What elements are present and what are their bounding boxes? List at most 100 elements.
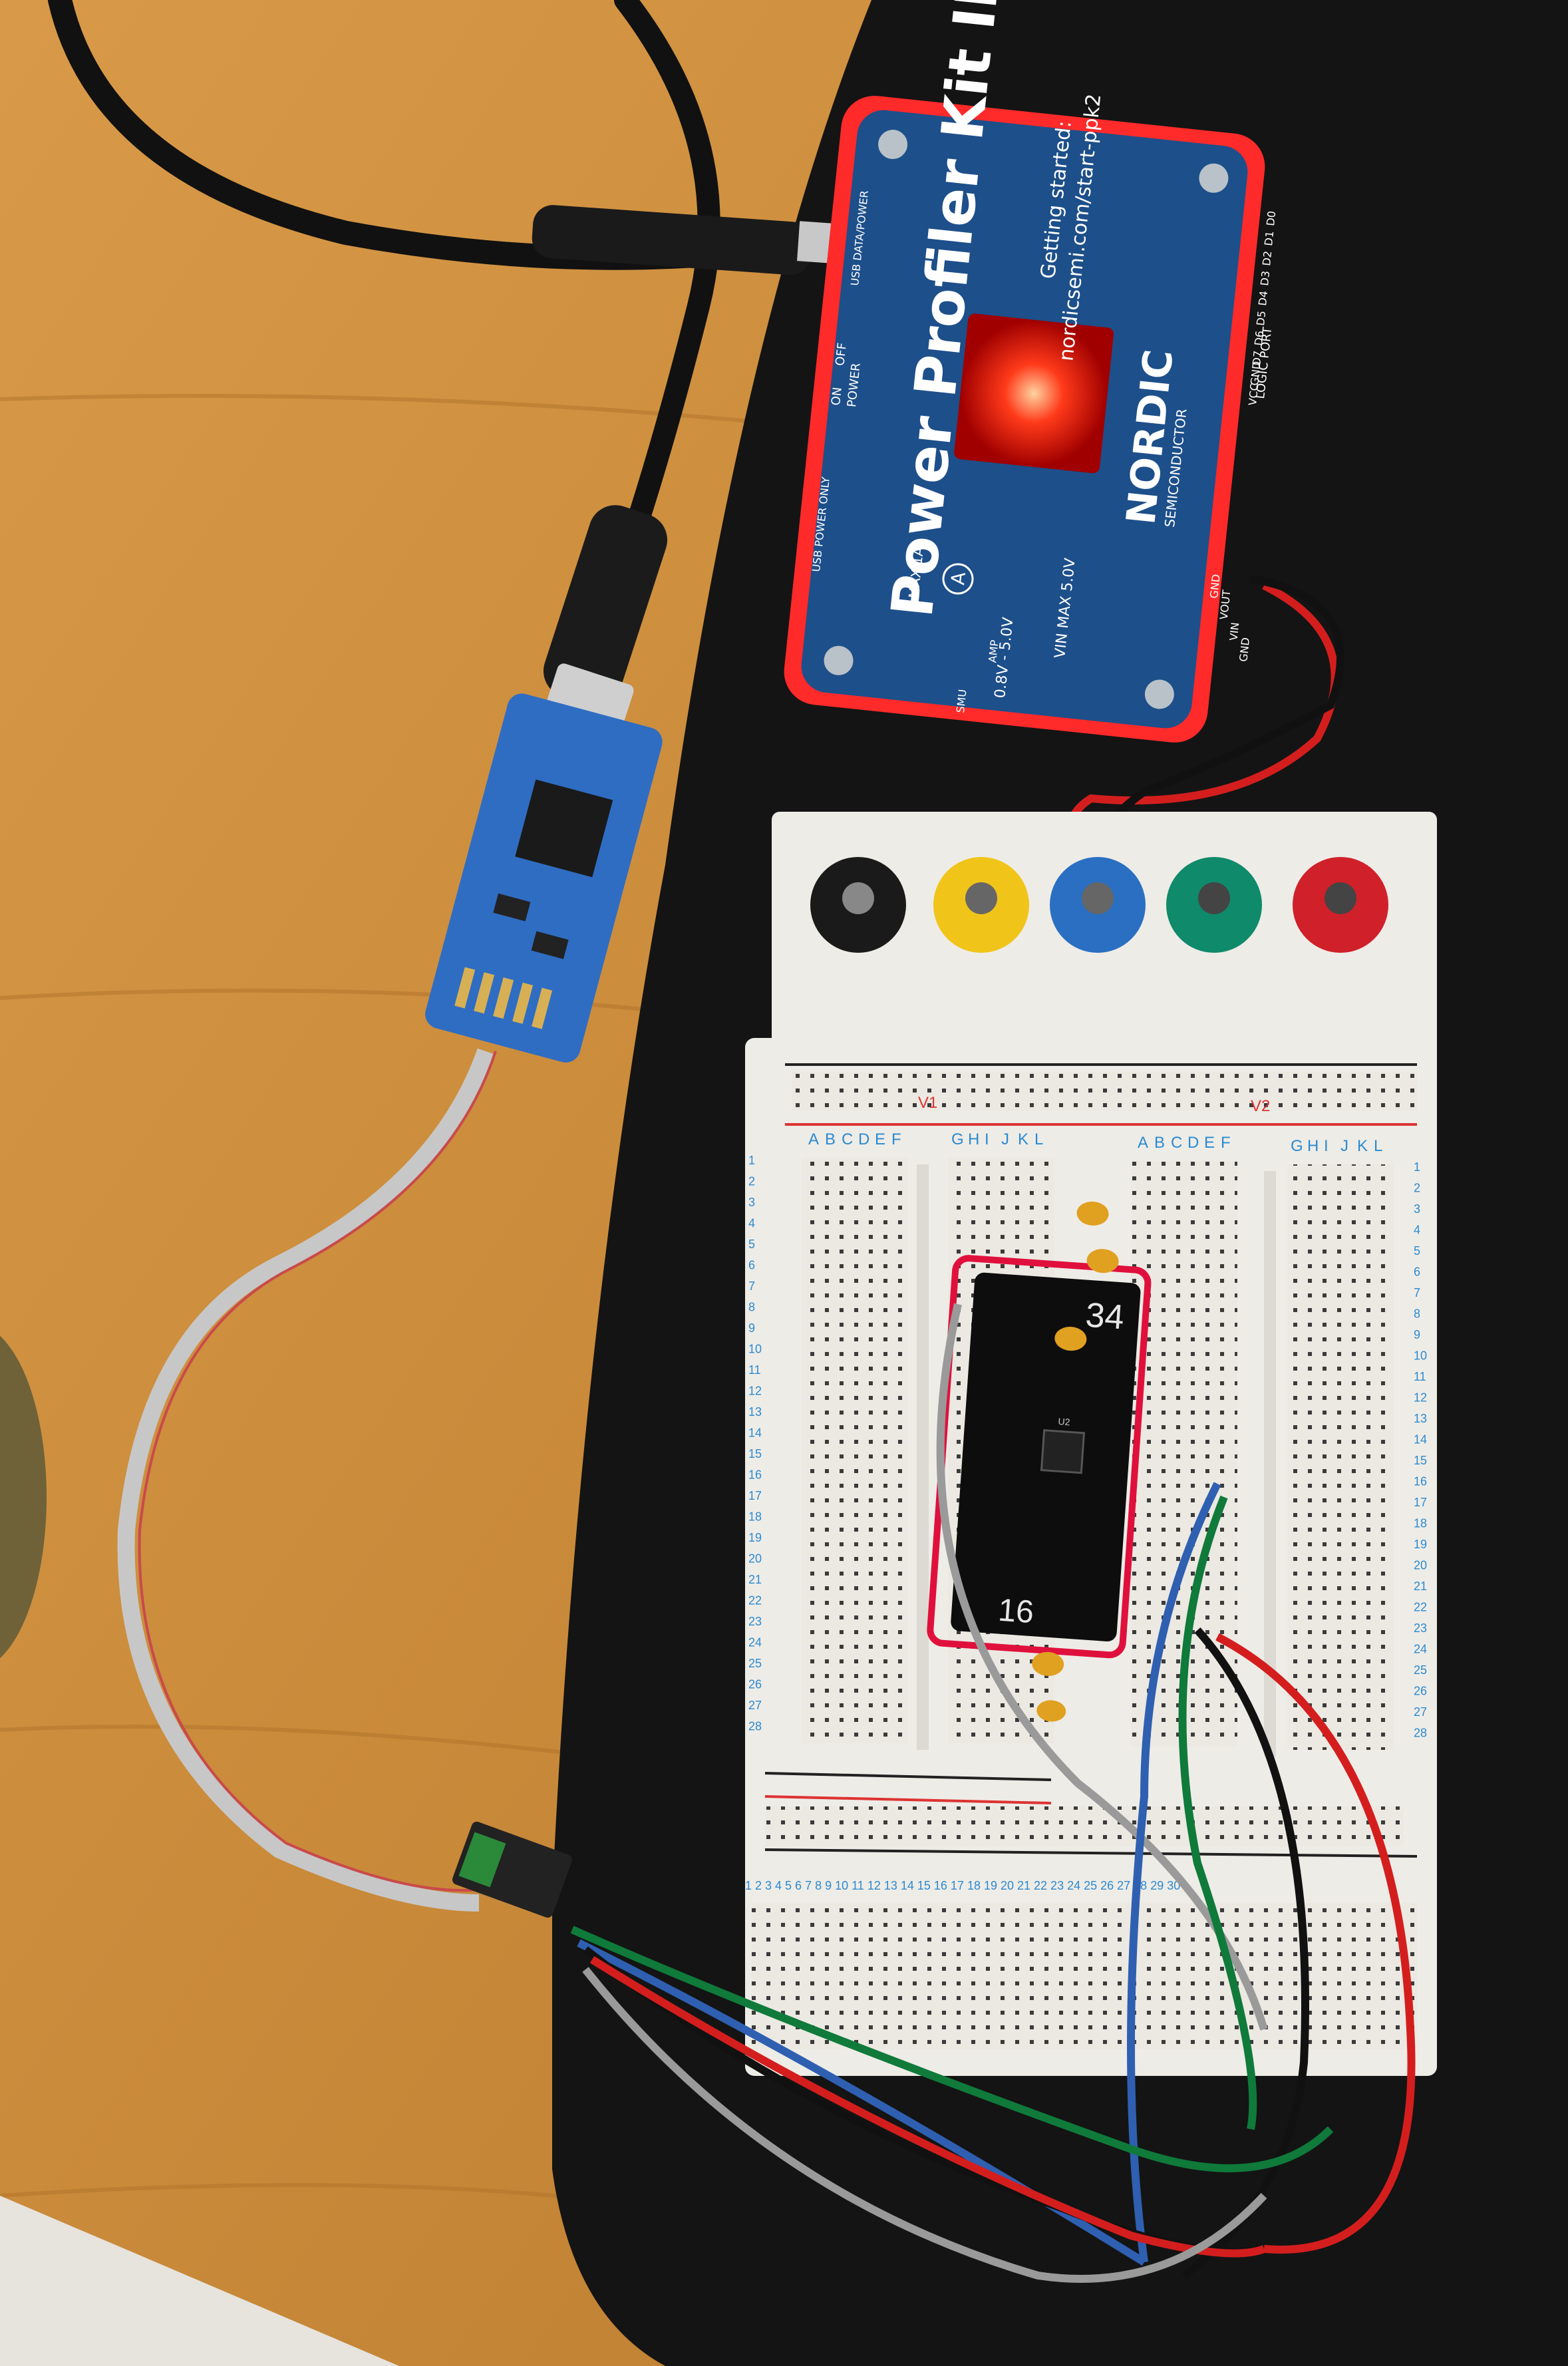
col-letter-l: L (1034, 1130, 1043, 1148)
col-letter-d: D (858, 1130, 869, 1148)
ppk2-pin-vin: VIN (1227, 621, 1242, 641)
mcu-chip-label: U2 (1058, 1416, 1070, 1427)
row-number-left: 17 (748, 1489, 762, 1502)
logic-pin-d4: D4 (1256, 290, 1270, 306)
rail-label-v1: V1 (918, 1094, 937, 1112)
col-letter-j2: J (1340, 1137, 1348, 1155)
row-number-left: 23 (748, 1615, 762, 1628)
row-number-right: 14 (1414, 1433, 1427, 1446)
row-number-right: 17 (1414, 1496, 1427, 1509)
power-profiler-kit-ii (784, 96, 1265, 743)
row-number-right: 8 (1414, 1307, 1420, 1321)
row-number-right: 10 (1414, 1349, 1427, 1363)
col-letter-d2: D (1187, 1134, 1199, 1152)
row-number-left: 26 (748, 1678, 762, 1691)
row-number-right: 15 (1414, 1454, 1427, 1467)
row-number-left: 15 (748, 1447, 762, 1460)
logic-pin-vcc: VCC (1246, 383, 1261, 406)
row-number-left: 10 (748, 1343, 762, 1356)
bottom-number-row: 1 2 3 4 5 6 7 8 9 10 11 12 13 14 15 16 1… (745, 1879, 1180, 1892)
row-number-left: 2 (748, 1175, 755, 1188)
ppk2-switch-on: ON (829, 387, 845, 407)
row-number-right: 27 (1414, 1705, 1427, 1719)
floor (0, 2196, 399, 2366)
ammeter-symbol-icon: A (947, 571, 970, 586)
ppk2-pin-gnd-1: GND (1207, 574, 1223, 599)
row-number-right: 6 (1414, 1266, 1420, 1279)
col-letter-c: C (842, 1130, 853, 1148)
col-letter-f: F (891, 1130, 901, 1148)
col-letter-k: K (1018, 1130, 1028, 1148)
row-number-left: 16 (748, 1468, 762, 1482)
row-number-left: 14 (748, 1427, 762, 1440)
col-letter-i2: I (1324, 1137, 1329, 1155)
col-letter-l2: L (1374, 1137, 1382, 1155)
row-number-right: 24 (1414, 1643, 1427, 1656)
row-number-right: 19 (1414, 1538, 1427, 1551)
row-number-right: 22 (1414, 1601, 1427, 1614)
row-number-left: 4 (748, 1217, 755, 1230)
row-number-left: 21 (748, 1573, 762, 1586)
row-number-right: 21 (1414, 1580, 1427, 1593)
col-letter-f2: F (1221, 1134, 1231, 1152)
row-number-left: 18 (748, 1510, 762, 1524)
col-letter-e: E (875, 1130, 885, 1148)
row-number-left: 12 (748, 1385, 762, 1398)
row-number-right: 7 (1414, 1286, 1420, 1299)
logic-pin-d7: D7 (1250, 350, 1264, 366)
row-number-right: 12 (1414, 1391, 1427, 1405)
col-letter-g: G (951, 1130, 964, 1148)
col-letter-j: J (1001, 1130, 1009, 1148)
dark-round-object (0, 1335, 47, 1659)
row-number-right: 5 (1414, 1244, 1420, 1258)
row-number-right: 28 (1414, 1727, 1427, 1740)
binding-post-yellow (933, 857, 1029, 953)
binding-post-blue (1050, 857, 1146, 953)
row-number-left: 5 (748, 1238, 755, 1251)
row-number-right: 18 (1414, 1517, 1427, 1530)
col-letter-e2: E (1204, 1134, 1215, 1152)
ppk2-pin-vout: VOUT (1217, 589, 1233, 620)
col-letter-k2: K (1357, 1137, 1368, 1155)
row-number-right: 4 (1414, 1224, 1420, 1237)
col-letter-g2: G (1291, 1137, 1303, 1155)
logic-pin-d0: D0 (1264, 210, 1278, 226)
row-number-right: 2 (1414, 1182, 1420, 1195)
row-number-right: 16 (1414, 1475, 1427, 1488)
col-letter-a2: A (1138, 1134, 1148, 1152)
logic-pin-d1: D1 (1262, 230, 1276, 246)
row-number-left: 19 (748, 1531, 762, 1544)
col-letter-h2: H (1307, 1137, 1319, 1155)
row-number-left: 1 (748, 1154, 755, 1167)
rail-label-v2: V2 (1251, 1097, 1270, 1115)
row-number-left: 6 (748, 1259, 755, 1272)
col-letter-b: B (825, 1130, 836, 1148)
ppk2-switch-off: OFF (833, 342, 850, 367)
binding-post-red (1293, 857, 1388, 953)
row-number-left: 24 (748, 1636, 762, 1649)
row-number-left: 28 (748, 1720, 762, 1733)
binding-post-green (1166, 857, 1262, 953)
row-number-left: 7 (748, 1279, 755, 1293)
logic-pin-d3: D3 (1258, 270, 1272, 286)
col-letter-a: A (808, 1130, 819, 1148)
row-number-right: 9 (1414, 1328, 1420, 1341)
logic-pin-d5: D5 (1254, 310, 1268, 326)
row-number-right: 23 (1414, 1621, 1427, 1635)
ppk2-smu: SMU (954, 689, 969, 713)
mcu-marking-top: 34 (1084, 1296, 1126, 1337)
binding-post-black (810, 857, 906, 953)
col-letter-h: H (968, 1130, 979, 1148)
logic-pin-gnd: GND (1248, 361, 1263, 386)
row-number-right: 1 (1414, 1160, 1420, 1174)
row-number-right: 13 (1414, 1412, 1427, 1425)
row-number-left: 9 (748, 1321, 755, 1335)
col-letter-i: I (985, 1130, 989, 1148)
row-number-right: 11 (1414, 1370, 1426, 1383)
row-number-left: 25 (748, 1657, 762, 1670)
col-letter-c2: C (1171, 1134, 1182, 1152)
row-number-right: 3 (1414, 1202, 1420, 1216)
row-number-left: 13 (748, 1405, 762, 1419)
row-number-left: 11 (748, 1363, 761, 1377)
ppk2-pin-gnd-2: GND (1237, 637, 1252, 662)
